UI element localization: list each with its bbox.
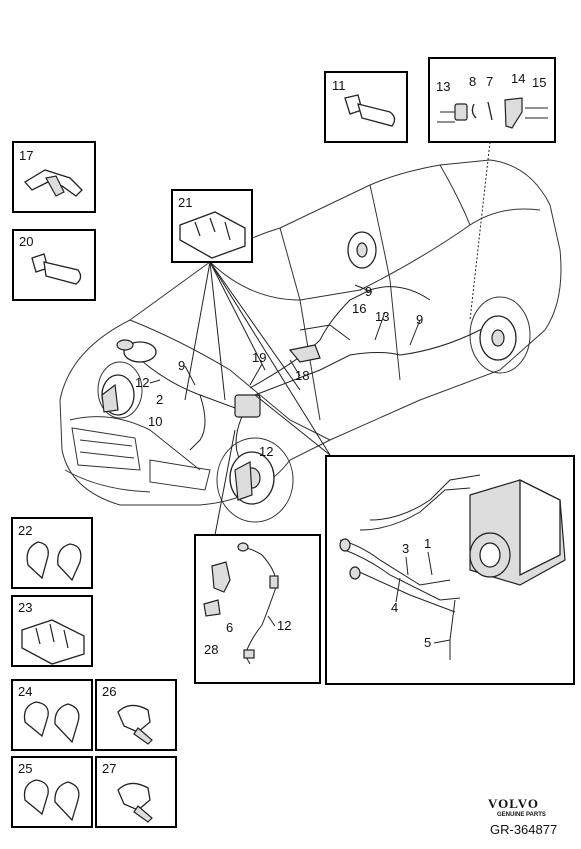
label-1: 1 xyxy=(424,536,431,551)
label-10: 10 xyxy=(148,414,162,429)
label-16: 16 xyxy=(352,301,366,316)
label-18: 18 xyxy=(295,368,309,383)
handbrake-lever xyxy=(288,344,321,363)
box-abs-sensor: 6 12 28 xyxy=(194,534,321,684)
label-9-a: 9 xyxy=(365,284,372,299)
main-labels: 9 16 13 9 19 18 9 12 2 10 12 xyxy=(135,284,423,459)
box-23: 23 xyxy=(11,595,93,667)
box-20: 20 xyxy=(12,229,96,301)
label-9-b: 9 xyxy=(416,312,423,327)
box-24: 24 xyxy=(11,679,93,751)
label-28: 28 xyxy=(204,642,218,657)
label-3: 3 xyxy=(402,541,409,556)
leader-lines xyxy=(184,141,491,536)
label-17: 17 xyxy=(19,148,33,163)
front-left-brake xyxy=(101,374,135,416)
label-7: 7 xyxy=(486,74,493,89)
reference-number: GR-364877 xyxy=(490,822,558,837)
label-12-sensor: 12 xyxy=(277,618,291,633)
label-2: 2 xyxy=(156,392,163,407)
box-27: 27 xyxy=(95,756,177,828)
box-22: 22 xyxy=(11,517,93,589)
label-26: 26 xyxy=(102,684,116,699)
brand-tagline: GENUINE PARTS xyxy=(497,812,546,818)
bolt-icon xyxy=(344,94,396,127)
brake-booster xyxy=(116,339,157,363)
box-abs-module: 1 3 4 5 xyxy=(325,455,575,685)
label-24: 24 xyxy=(18,684,32,699)
clamp-icon xyxy=(23,779,80,822)
label-13-top: 13 xyxy=(436,79,450,94)
brand-logo: VOLVO xyxy=(488,796,539,811)
label-14: 14 xyxy=(511,71,525,86)
label-25: 25 xyxy=(18,761,32,776)
label-8: 8 xyxy=(469,74,476,89)
bolt-icon xyxy=(31,253,82,285)
sensor-cable-icon xyxy=(203,542,279,665)
label-23: 23 xyxy=(18,600,32,615)
label-12-b: 12 xyxy=(259,444,273,459)
clip-icon xyxy=(23,169,83,197)
label-5: 5 xyxy=(424,635,431,650)
label-20: 20 xyxy=(19,234,33,249)
box-17: 17 xyxy=(12,141,96,213)
plug-icon xyxy=(117,782,153,823)
rear-right-brake-disc xyxy=(479,315,517,361)
abs-unit-small xyxy=(234,394,261,418)
pipe-clip-icon xyxy=(21,619,85,665)
label-6: 6 xyxy=(226,620,233,635)
label-27: 27 xyxy=(102,761,116,776)
clamp-icon xyxy=(26,541,82,582)
rear-left-brake xyxy=(347,231,377,269)
box-21: 21 xyxy=(171,189,253,263)
label-22: 22 xyxy=(18,523,32,538)
box-bleed-parts: 13 8 7 14 15 xyxy=(428,57,556,143)
label-12-a: 12 xyxy=(135,375,149,390)
label-15: 15 xyxy=(532,75,546,90)
front-right-brake-disc xyxy=(229,451,275,505)
abs-module-icon xyxy=(339,474,566,660)
label-21: 21 xyxy=(178,195,192,210)
box-11: 11 xyxy=(324,71,408,143)
plug-icon xyxy=(117,704,153,745)
label-4: 4 xyxy=(391,600,398,615)
box-25: 25 xyxy=(11,756,93,828)
label-9-c: 9 xyxy=(178,358,185,373)
clamp-icon xyxy=(23,701,80,744)
label-13: 13 xyxy=(375,309,389,324)
label-11: 11 xyxy=(332,78,346,93)
box-26: 26 xyxy=(95,679,177,751)
pipe-clip-icon xyxy=(179,211,246,259)
label-19: 19 xyxy=(252,350,266,365)
